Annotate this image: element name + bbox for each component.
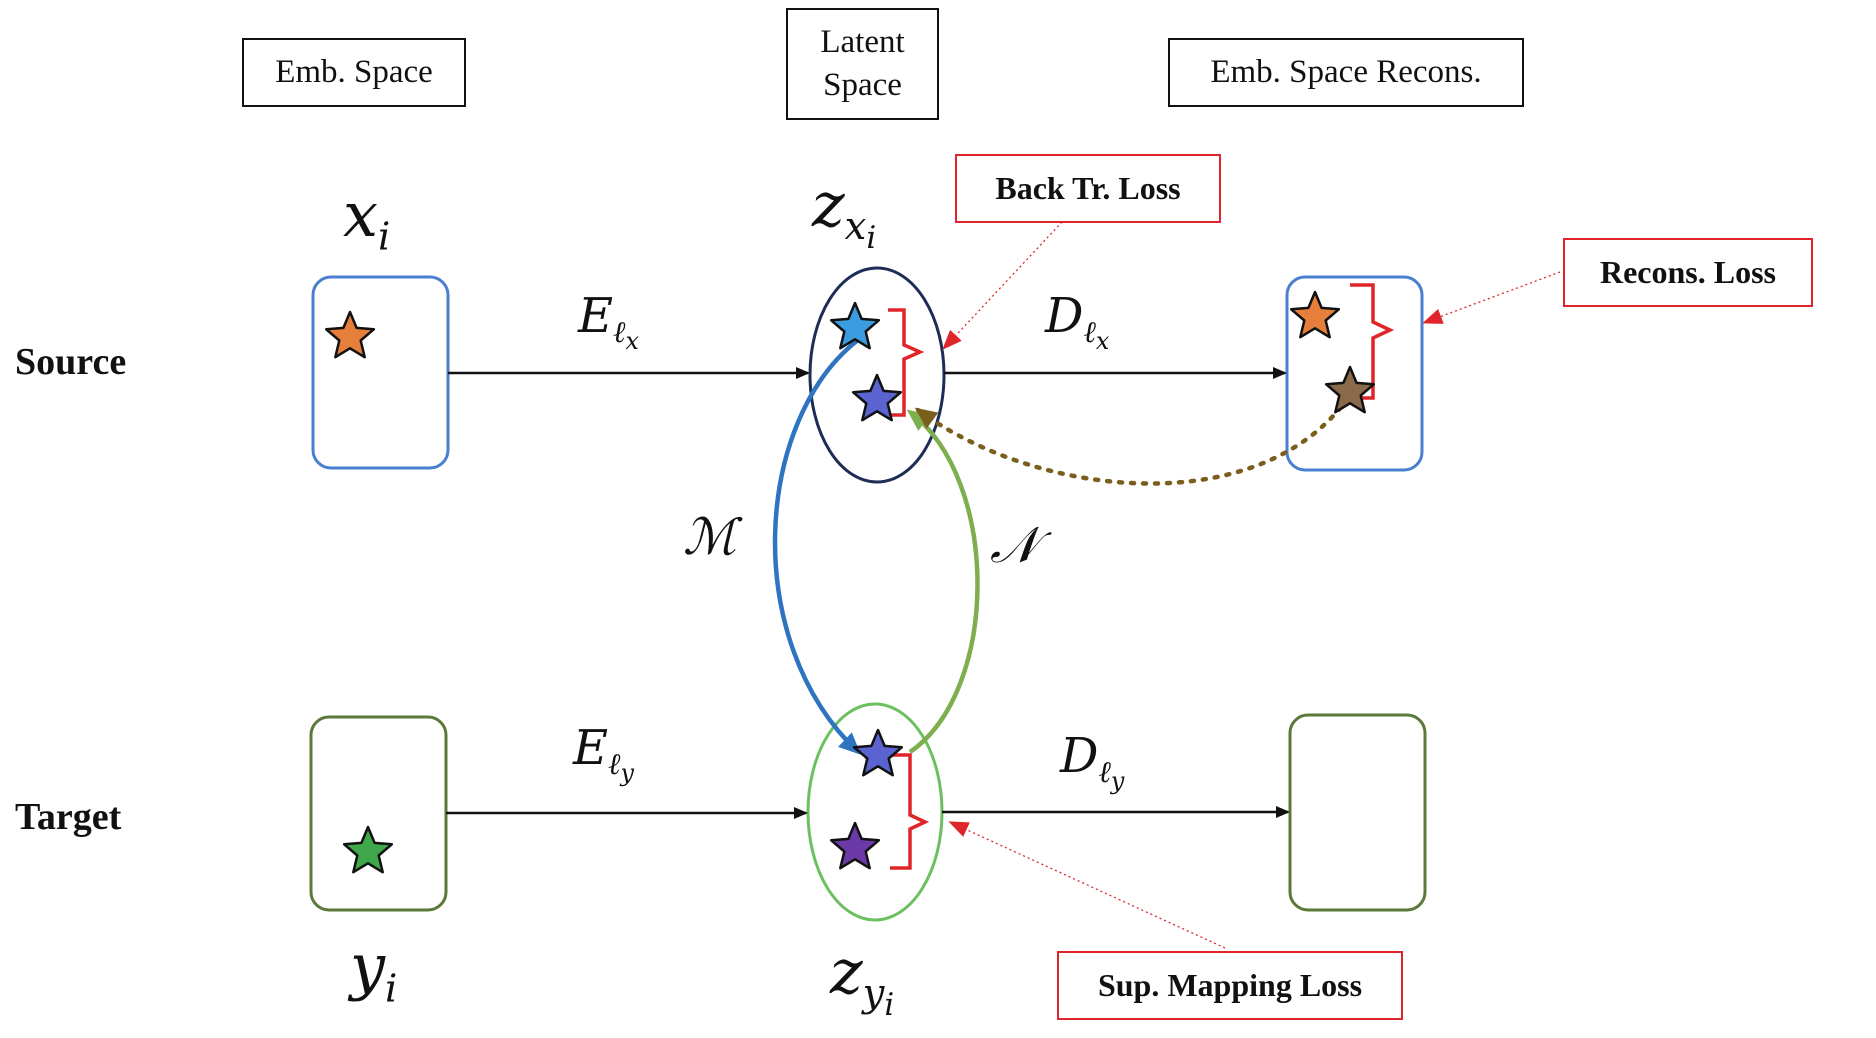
emb-space-label: Emb. Space xyxy=(275,54,433,91)
target-row-label: Target xyxy=(15,796,122,838)
back-tr-loss-box: Back Tr. Loss xyxy=(955,154,1221,223)
z-xi-label: zxi xyxy=(812,168,877,257)
recons-loss-label: Recons. Loss xyxy=(1599,254,1776,290)
star-source-latent-bottom xyxy=(851,373,903,422)
mapping-n-label: 𝒩 xyxy=(990,516,1038,574)
dotted-double-arrow xyxy=(914,377,1367,486)
sup-mapping-leader xyxy=(948,821,1226,949)
z-yi-label: zyi xyxy=(830,935,895,1024)
brace-source-recons xyxy=(1350,283,1395,400)
source-row-label: Source xyxy=(15,341,127,383)
brace-target-latent xyxy=(890,753,930,870)
target-embedding-box xyxy=(309,715,448,912)
sup-mapping-loss-label: Sup. Mapping Loss xyxy=(1097,967,1363,1003)
source-recons-box xyxy=(1285,275,1424,472)
brace-source-latent xyxy=(888,308,925,417)
latent-space-label-line2: Space xyxy=(823,67,902,103)
decoder-target-label: Dℓy xyxy=(1060,728,1125,796)
sup-mapping-loss-box: Sup. Mapping Loss xyxy=(1057,951,1403,1020)
encoder-source-label: Eℓx xyxy=(578,288,639,356)
emb-space-recons-label: Emb. Space Recons. xyxy=(1210,54,1482,91)
mapping-m-arrow xyxy=(772,338,861,755)
decoder-source-label: Dℓx xyxy=(1045,288,1110,356)
target-recons-box xyxy=(1288,713,1427,912)
back-tr-loss-label: Back Tr. Loss xyxy=(995,170,1181,206)
encoder-target-label: Eℓy xyxy=(573,720,634,788)
back-tr-leader xyxy=(942,221,1063,350)
x-i-label: xi xyxy=(343,178,391,260)
source-latent-ellipse xyxy=(808,266,946,484)
source-embedding-box xyxy=(311,275,450,470)
recons-leader xyxy=(1422,271,1561,324)
star-target-latent-top xyxy=(852,728,904,777)
latent-space-header: Latent Space xyxy=(786,8,939,120)
mapping-m-label: ℳ xyxy=(683,508,737,566)
star-target-embedding xyxy=(342,825,394,874)
star-source-latent-top xyxy=(829,301,881,350)
mapping-n-arrow xyxy=(906,409,980,754)
recons-loss-box: Recons. Loss xyxy=(1563,238,1813,307)
emb-space-header: Emb. Space xyxy=(242,38,466,107)
emb-space-recons-header: Emb. Space Recons. xyxy=(1168,38,1524,107)
latent-space-label-line1: Latent xyxy=(820,24,905,61)
star-source-embedding xyxy=(324,310,376,359)
star-target-latent-bottom xyxy=(829,821,881,870)
star-recons-top xyxy=(1289,290,1341,339)
y-i-label: yi xyxy=(350,930,398,1012)
star-recons-bottom xyxy=(1324,365,1376,414)
